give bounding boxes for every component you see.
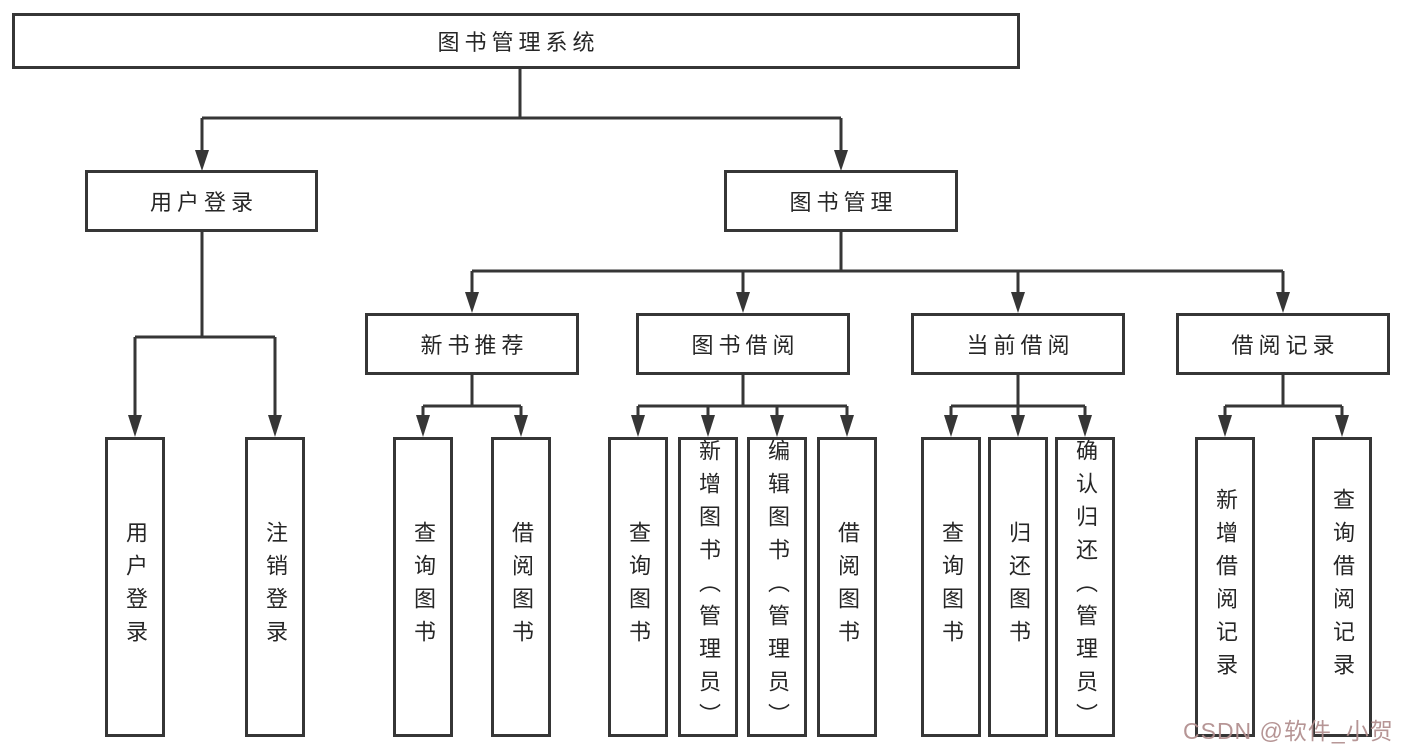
node-new-book-recommendation: 新书推荐 bbox=[365, 313, 579, 375]
leaf-borrow-books: 借阅图书 bbox=[817, 437, 877, 737]
node-library-management-system: 图书管理系统 bbox=[12, 13, 1020, 69]
leaf-confirm-return-admin: 确认归还（管理员） bbox=[1055, 437, 1115, 737]
tree-edges bbox=[133, 69, 1344, 418]
leaf-logout: 注销登录 bbox=[245, 437, 305, 737]
leaf-return-books: 归还图书 bbox=[988, 437, 1048, 737]
node-current-borrowing: 当前借阅 bbox=[911, 313, 1125, 375]
leaf-add-books-admin: 新增图书（管理员） bbox=[678, 437, 738, 737]
node-book-management: 图书管理 bbox=[724, 170, 958, 232]
leaf-user-login: 用户登录 bbox=[105, 437, 165, 737]
leaf-edit-books-admin: 编辑图书（管理员） bbox=[747, 437, 807, 737]
node-user-login: 用户登录 bbox=[85, 170, 318, 232]
leaf-borrow-books-recommend: 借阅图书 bbox=[491, 437, 551, 737]
node-borrowing-records: 借阅记录 bbox=[1176, 313, 1390, 375]
leaf-add-borrow-record: 新增借阅记录 bbox=[1195, 437, 1255, 737]
leaf-query-borrow-record: 查询借阅记录 bbox=[1312, 437, 1372, 737]
leaf-query-books-recommend: 查询图书 bbox=[393, 437, 453, 737]
node-book-borrowing: 图书借阅 bbox=[636, 313, 850, 375]
leaf-query-books-current: 查询图书 bbox=[921, 437, 981, 737]
leaf-query-books-borrowing: 查询图书 bbox=[608, 437, 668, 737]
csdn-watermark: CSDN @软件_小贺同学 bbox=[1183, 718, 1394, 744]
arrowheads bbox=[128, 150, 1349, 437]
